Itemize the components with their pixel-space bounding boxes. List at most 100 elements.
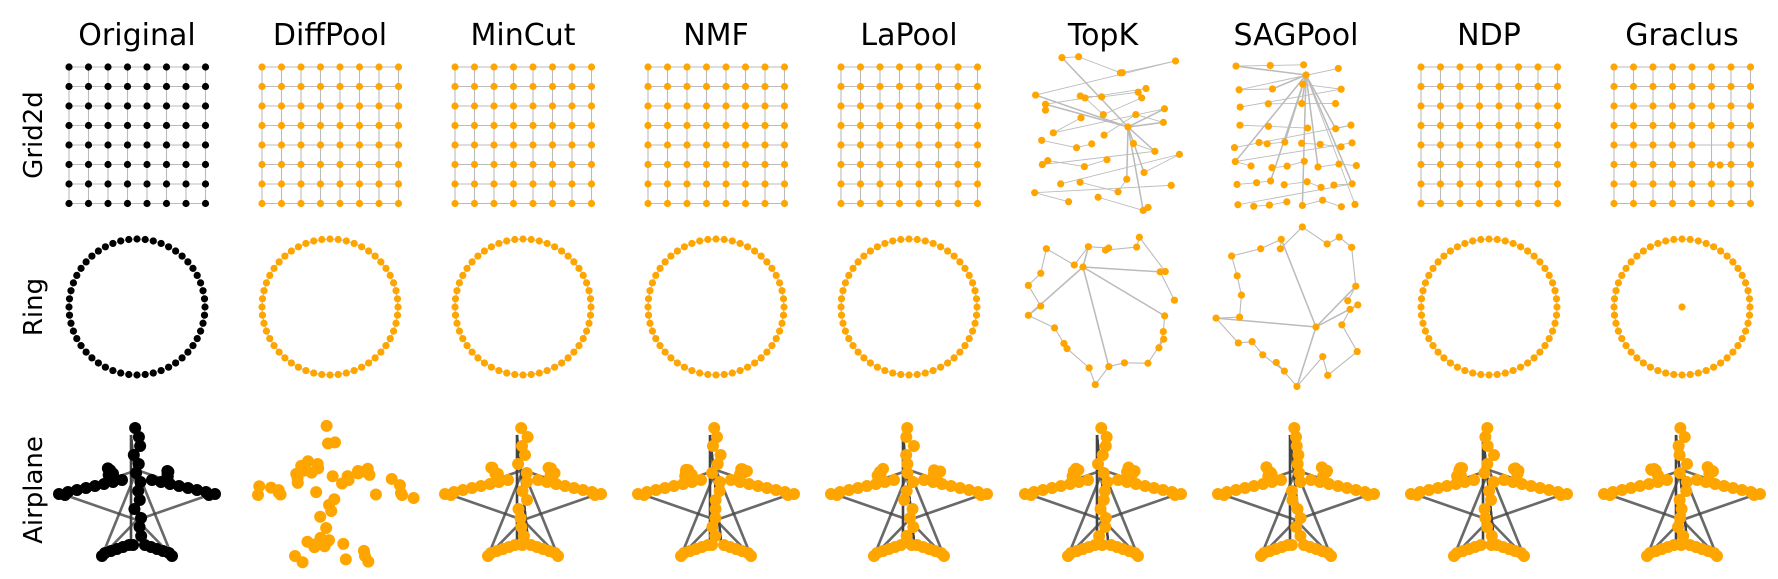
- graph-node: [1161, 312, 1169, 320]
- graph-node: [389, 327, 398, 335]
- graph-node: [1417, 141, 1425, 149]
- graph-node: [1485, 371, 1493, 379]
- graph-node: [1425, 271, 1433, 279]
- graph-node: [934, 180, 943, 188]
- graph-node: [336, 121, 344, 130]
- graph-node: [1495, 141, 1503, 149]
- graph-node: [520, 494, 533, 506]
- graph-node: [123, 102, 132, 110]
- graph-node: [1144, 203, 1152, 212]
- graph-node: [1101, 476, 1114, 488]
- graph-node: [149, 369, 157, 377]
- graph-node: [1169, 489, 1181, 501]
- graph-node: [1616, 484, 1628, 496]
- graph-node: [394, 121, 403, 130]
- graph-node: [1105, 362, 1113, 371]
- graph-node: [704, 235, 712, 244]
- graph-node: [1038, 160, 1046, 169]
- graph-node: [1440, 354, 1448, 362]
- graph-node: [201, 180, 210, 188]
- graph-node: [876, 180, 884, 188]
- graph-node: [648, 279, 657, 287]
- graph-node: [1618, 335, 1626, 343]
- panel-ring-diffpool: [258, 235, 402, 379]
- graph-node: [1032, 91, 1040, 99]
- graph-node: [901, 422, 914, 434]
- graph-node: [722, 141, 730, 149]
- graph-node: [1718, 480, 1730, 492]
- graph-node: [876, 102, 884, 110]
- graph-node: [1417, 63, 1425, 71]
- graph-node: [1268, 164, 1276, 172]
- graph-node: [277, 180, 286, 188]
- graph-edge: [1053, 117, 1082, 134]
- graph-node: [253, 480, 266, 493]
- graph-node: [1481, 458, 1494, 470]
- column-title-mincut: MinCut: [471, 18, 576, 53]
- graph-node: [548, 102, 557, 110]
- graph-node: [1734, 342, 1742, 350]
- graph-node: [1421, 327, 1430, 335]
- graph-node: [1646, 243, 1654, 251]
- graph-node: [1545, 271, 1553, 279]
- graph-node: [1485, 235, 1493, 243]
- graph-edge: [1234, 124, 1352, 149]
- graph-node: [901, 458, 914, 470]
- graph-node: [258, 160, 266, 169]
- graph-node: [915, 160, 923, 169]
- graph-node: [375, 102, 383, 110]
- graph-node: [1081, 94, 1089, 102]
- graph-node: [965, 271, 973, 279]
- graph-node: [451, 199, 459, 208]
- graph-node: [722, 102, 730, 110]
- panel-grid2d-sagpool: [1230, 61, 1360, 211]
- graph-node: [1247, 162, 1255, 170]
- graph-node: [552, 550, 564, 562]
- graph-node: [1084, 243, 1092, 251]
- graph-node: [104, 180, 112, 188]
- graph-node: [1456, 102, 1464, 110]
- graph-node: [772, 335, 780, 343]
- graph-node: [143, 82, 151, 91]
- graph-node: [132, 485, 145, 497]
- graph-node: [1057, 180, 1065, 188]
- graph-node: [751, 359, 759, 367]
- graph-node: [162, 63, 171, 71]
- graph-node: [757, 354, 765, 362]
- graph-node: [1629, 141, 1638, 149]
- graph-node: [778, 287, 786, 295]
- graph-node: [1629, 121, 1638, 130]
- graph-node: [1175, 150, 1184, 158]
- graph-node: [1688, 180, 1696, 188]
- graph-node: [316, 160, 325, 169]
- graph-node: [1727, 63, 1735, 71]
- graph-node: [178, 252, 186, 260]
- graph-edge: [1042, 150, 1155, 165]
- row-title-ring: Ring: [19, 278, 49, 336]
- graph-node: [1661, 474, 1673, 486]
- graph-node: [297, 180, 305, 188]
- graph-node: [1678, 235, 1686, 243]
- graph-node: [1641, 550, 1653, 562]
- graph-node: [950, 354, 958, 362]
- graph-node: [1248, 338, 1256, 346]
- graph-node: [463, 264, 471, 272]
- graph-node: [1234, 339, 1242, 347]
- graph-node: [934, 102, 943, 110]
- graph-node: [907, 476, 920, 488]
- graph-node: [1649, 82, 1657, 91]
- graph-node: [199, 319, 207, 327]
- graph-node: [543, 366, 551, 375]
- graph-node: [468, 348, 476, 356]
- panel-airplane-diffpool: [252, 419, 420, 569]
- graph-node: [1332, 480, 1344, 492]
- graph-node: [1729, 258, 1737, 266]
- graph-node: [934, 199, 943, 208]
- graph-node: [453, 319, 461, 327]
- graph-node: [1095, 422, 1108, 434]
- graph-node: [451, 121, 459, 130]
- graph-node: [695, 474, 707, 486]
- graph-node: [548, 121, 557, 130]
- graph-node: [577, 484, 589, 496]
- graph-node: [1746, 141, 1755, 149]
